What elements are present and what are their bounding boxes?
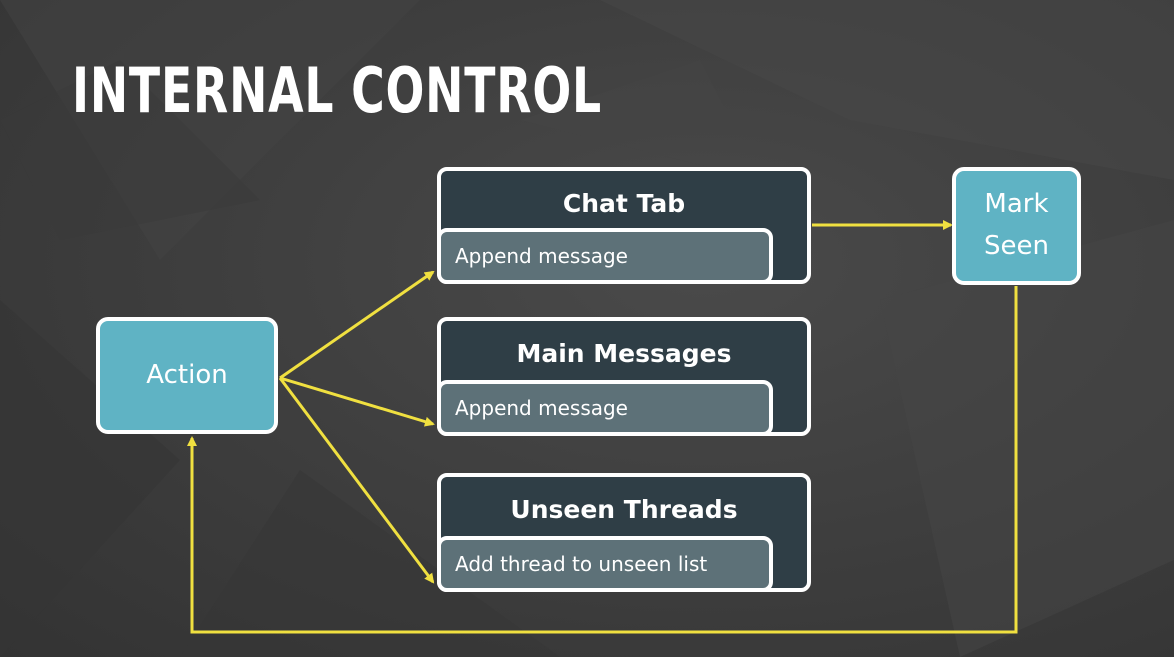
action-node: Action xyxy=(96,317,278,434)
store-handler: Add thread to unseen list xyxy=(437,536,773,592)
store-title: Main Messages xyxy=(516,339,732,368)
slide-title: INTERNAL CONTROL xyxy=(72,54,602,127)
action-label: Action xyxy=(146,359,228,390)
store-handler: Append message xyxy=(437,380,773,436)
store-title: Unseen Threads xyxy=(510,495,738,524)
mark-seen-node: Mark Seen xyxy=(952,167,1081,285)
mark-seen-label: Mark Seen xyxy=(984,189,1049,261)
store-main-messages: Main Messages Append message xyxy=(437,317,811,436)
store-title: Chat Tab xyxy=(562,189,686,218)
store-handler: Append message xyxy=(437,228,773,284)
store-chat-tab: Chat Tab Append message xyxy=(437,167,811,284)
store-unseen-threads: Unseen Threads Add thread to unseen list xyxy=(437,473,811,592)
